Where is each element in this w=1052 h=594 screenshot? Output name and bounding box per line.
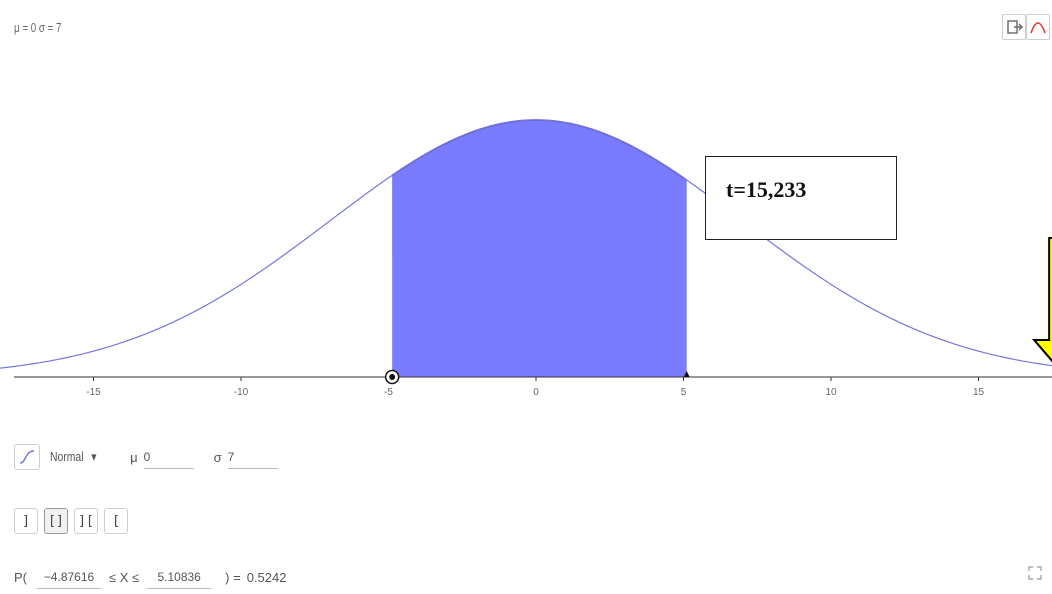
t-value-text: t=15,233	[726, 177, 807, 202]
x-tick-label: 5	[681, 387, 687, 398]
chevron-down-icon: ▾	[91, 449, 97, 464]
probability-result: 0.5242	[246, 570, 287, 585]
fullscreen-button[interactable]	[1028, 566, 1042, 583]
sigma-label: σ	[213, 449, 222, 465]
x-tick-label: 0	[533, 387, 539, 398]
mu-input[interactable]: 0	[143, 446, 194, 469]
distribution-plot: -30-25-20-15-10-5051015202530	[0, 119, 1052, 398]
two-tailed-button[interactable]: ][	[74, 508, 98, 534]
upper-bound-input[interactable]: 5.10836	[147, 566, 212, 589]
lower-bound-handle[interactable]	[384, 369, 400, 385]
right-sided-button[interactable]: [	[104, 508, 128, 534]
sigma-input[interactable]: 7	[227, 446, 278, 469]
x-tick-label: 15	[973, 387, 985, 398]
export-button[interactable]	[1002, 14, 1026, 40]
left-sided-button[interactable]: ]	[14, 508, 38, 534]
interval-button[interactable]: []	[44, 508, 68, 534]
callout-arrow	[1031, 237, 1052, 363]
fullscreen-icon	[1028, 566, 1042, 580]
x-tick-label: -5	[384, 387, 393, 398]
t-value-callout: t=15,233	[705, 156, 897, 240]
probability-equals: ) =	[225, 570, 241, 585]
mu-label: μ	[130, 449, 138, 465]
density-curve	[0, 119, 1052, 369]
curve-type-button[interactable]	[1026, 14, 1050, 40]
normal-curve-icon	[1030, 22, 1046, 34]
x-tick-label: -15	[86, 387, 101, 398]
distribution-select[interactable]: Normal ▾	[50, 449, 96, 465]
shaded-probability-region	[392, 120, 687, 377]
cumulative-toggle-button[interactable]	[14, 444, 40, 470]
probability-inequality: ≤ X ≤	[109, 570, 140, 585]
export-icon	[1007, 20, 1023, 34]
upper-bound-handle[interactable]	[683, 371, 690, 377]
distribution-select-label: Normal	[50, 449, 84, 464]
probability-prefix: P(	[14, 570, 27, 585]
x-tick-label: -10	[234, 387, 249, 398]
x-tick-label: 10	[825, 387, 837, 398]
cdf-curve-icon	[19, 450, 35, 464]
distribution-params-label: μ = 0 σ = 7	[14, 20, 62, 35]
lower-bound-input[interactable]: −4.87616	[37, 566, 101, 589]
